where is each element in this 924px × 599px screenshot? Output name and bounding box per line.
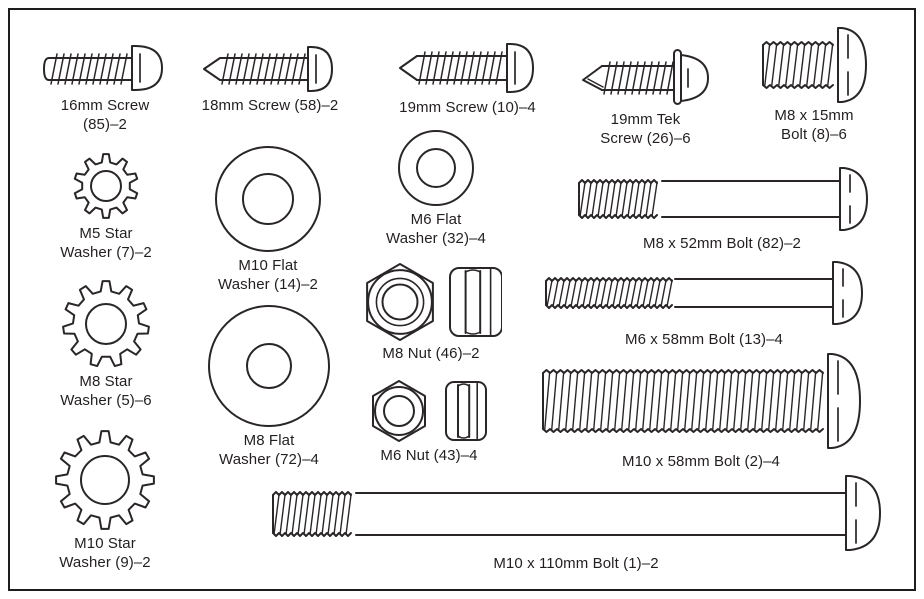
- 18mm-screw-icon: [200, 44, 340, 94]
- 19mm-tek-screw-label: 19mm Tek Screw (26)–6: [600, 111, 691, 147]
- m10-star-washer-label: M10 Star Washer (9)–2: [59, 535, 151, 571]
- part-m6-flat-washer: M6 Flat Washer (32)–4: [386, 128, 486, 248]
- m8x52mm-bolt-icon: [576, 166, 868, 232]
- m8x15mm-bolt-icon: [760, 26, 868, 104]
- m10x58mm-bolt-icon: [540, 352, 862, 450]
- part-19mm-tek-screw: 19mm Tek Screw (26)–6: [578, 46, 713, 148]
- m8-star-washer-label: M8 Star Washer (5)–6: [60, 373, 152, 409]
- m8x52mm-bolt-label: M8 x 52mm Bolt (82)–2: [643, 235, 801, 252]
- m8x15mm-bolt-label: M8 x 15mm Bolt (8)–6: [774, 107, 854, 143]
- part-18mm-screw: 18mm Screw (58)–2: [200, 44, 340, 116]
- m5-star-washer-label: M5 Star Washer (7)–2: [60, 225, 152, 261]
- 19mm-screw-icon: [395, 40, 540, 96]
- part-m8-star-washer: M8 Star Washer (5)–6: [60, 278, 152, 410]
- m10-star-washer-icon: [53, 428, 157, 532]
- m10-flat-washer-label: M10 Flat Washer (14)–2: [218, 257, 318, 293]
- m10-flat-washer-icon: [213, 144, 323, 254]
- 18mm-screw-label: 18mm Screw (58)–2: [201, 97, 339, 114]
- 16mm-screw-icon: [40, 42, 170, 94]
- m10x58mm-bolt-label: M10 x 58mm Bolt (2)–4: [622, 453, 780, 470]
- m6-nut-label: M6 Nut (43)–4: [380, 447, 478, 464]
- m5-star-washer-icon: [70, 150, 142, 222]
- m10x110mm-bolt-icon: [270, 474, 882, 552]
- m8-flat-washer-label: M8 Flat Washer (72)–4: [219, 432, 319, 468]
- m8-nut-label: M8 Nut (46)–2: [382, 345, 480, 362]
- part-16mm-screw: 16mm Screw (85)–2: [40, 42, 170, 134]
- m6x58mm-bolt-label: M6 x 58mm Bolt (13)–4: [625, 331, 783, 348]
- 19mm-screw-label: 19mm Screw (10)–4: [399, 99, 536, 116]
- part-m8-flat-washer: M8 Flat Washer (72)–4: [206, 303, 332, 469]
- part-m8x52mm-bolt: M8 x 52mm Bolt (82)–2: [576, 166, 868, 254]
- 19mm-tek-screw-icon: [578, 46, 713, 108]
- part-m6x58mm-bolt: M6 x 58mm Bolt (13)–4: [543, 258, 865, 350]
- part-m10-flat-washer: M10 Flat Washer (14)–2: [213, 144, 323, 294]
- m6x58mm-bolt-icon: [543, 258, 865, 328]
- m8-star-washer-icon: [60, 278, 152, 370]
- 16mm-screw-label: 16mm Screw (85)–2: [60, 97, 150, 133]
- diagram-border: [8, 8, 916, 591]
- part-m10-star-washer: M10 Star Washer (9)–2: [53, 428, 157, 572]
- part-m10x110mm-bolt: M10 x 110mm Bolt (1)–2: [270, 474, 882, 574]
- m6-flat-washer-icon: [396, 128, 476, 208]
- part-m10x58mm-bolt: M10 x 58mm Bolt (2)–4: [540, 352, 862, 472]
- part-19mm-screw: 19mm Screw (10)–4: [395, 40, 540, 118]
- part-m6-nut: M6 Nut (43)–4: [368, 378, 490, 466]
- part-m5-star-washer: M5 Star Washer (7)–2: [60, 150, 152, 262]
- m6-nut-icon: [368, 378, 490, 444]
- m8-flat-washer-icon: [206, 303, 332, 429]
- m8-nut-icon: [360, 262, 503, 342]
- m6-flat-washer-label: M6 Flat Washer (32)–4: [386, 211, 486, 247]
- m10x110mm-bolt-label: M10 x 110mm Bolt (1)–2: [493, 555, 659, 572]
- part-m8-nut: M8 Nut (46)–2: [360, 262, 503, 364]
- part-m8x15mm-bolt: M8 x 15mm Bolt (8)–6: [760, 26, 868, 144]
